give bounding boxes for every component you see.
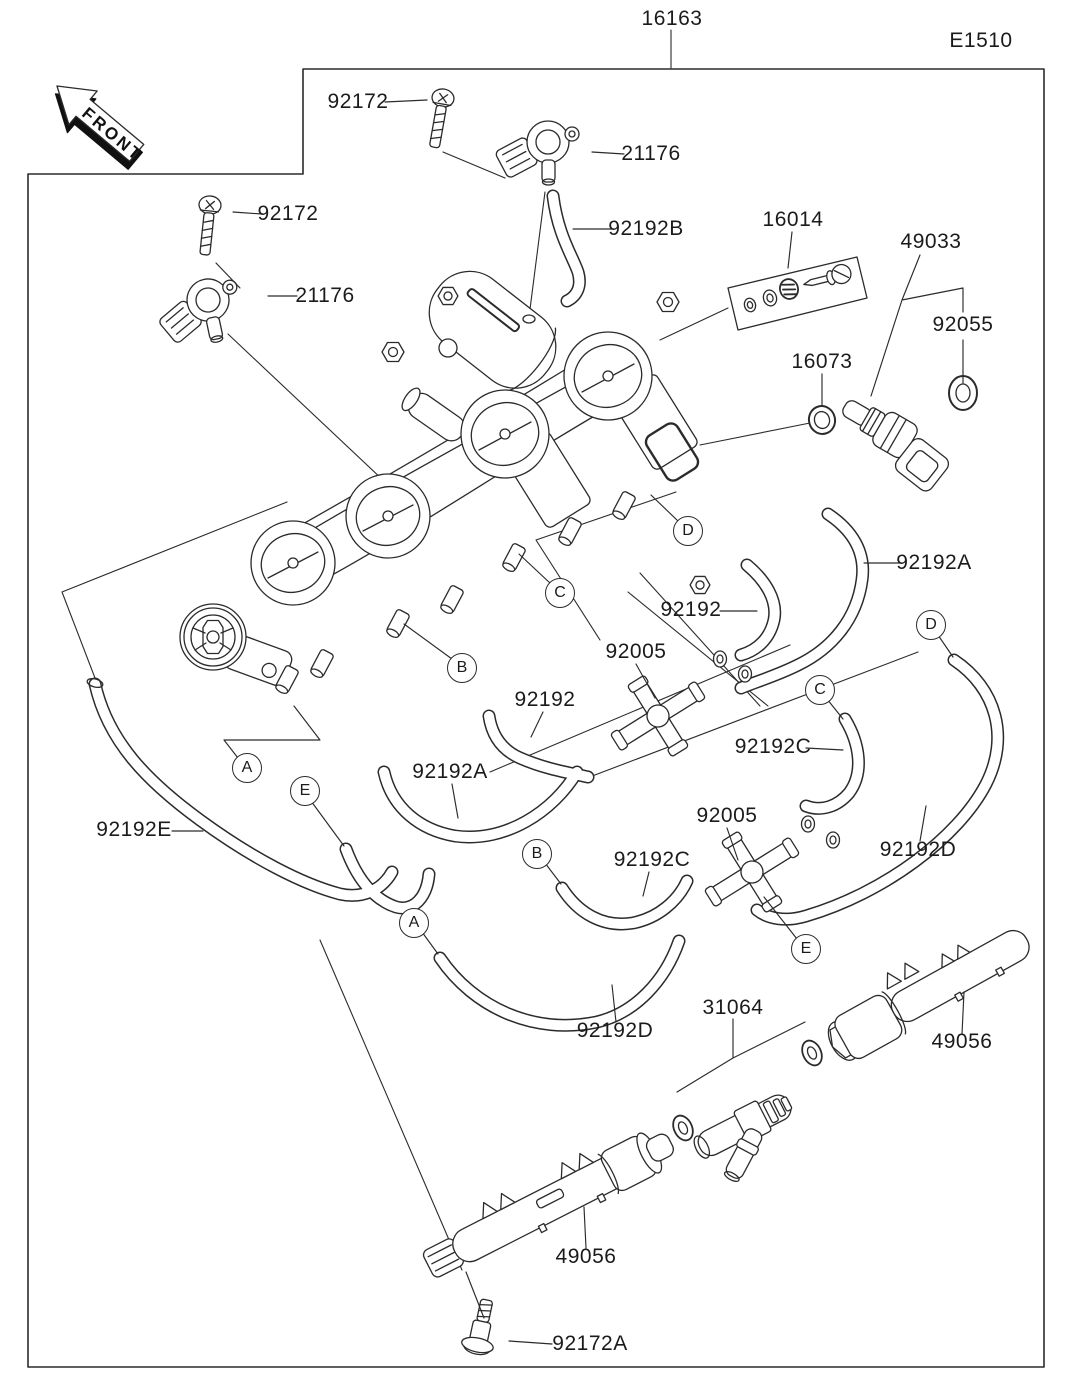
- oring-92055: [949, 376, 977, 410]
- sensor-49033: [827, 390, 959, 497]
- throttle-pulley: [180, 604, 246, 670]
- part-label-92192c: 92192C: [613, 847, 691, 871]
- screw-92172a: [460, 1297, 503, 1358]
- front-arrow-icon: FRONT: [38, 69, 147, 179]
- fuel-rail-lower: [414, 1115, 680, 1286]
- connection-marker-e: E: [791, 934, 821, 964]
- tjoint-31064: [689, 1087, 812, 1195]
- part-label-21176: 21176: [295, 283, 355, 307]
- part-label-92172: 92172: [327, 89, 389, 113]
- part-label-31064: 31064: [702, 995, 764, 1019]
- part-label-16014: 16014: [762, 207, 824, 231]
- connection-marker-e: E: [290, 776, 320, 806]
- part-label-92192a: 92192A: [412, 759, 488, 783]
- part-label-16073: 16073: [791, 349, 853, 373]
- part-label-92192e: 92192E: [96, 817, 172, 841]
- sensor-21176-left: [150, 272, 248, 354]
- part-label-92192: 92192: [514, 687, 576, 711]
- part-label-92192c: 92192C: [734, 734, 812, 758]
- screw-92172-top: [422, 86, 457, 150]
- part-label-16163: 16163: [641, 6, 703, 30]
- joint-92005-upper: [593, 654, 722, 778]
- connection-marker-a: A: [399, 908, 429, 938]
- connection-marker-d: D: [916, 610, 946, 640]
- fuel-rail-upper: [814, 906, 1038, 1068]
- screw-92172-left: [193, 194, 223, 257]
- part-label-92192d: 92192D: [576, 1018, 654, 1042]
- part-label-92005: 92005: [605, 639, 667, 663]
- part-label-92192b: 92192B: [608, 216, 684, 240]
- page-border: [28, 69, 1044, 1367]
- part-label-49056: 49056: [555, 1244, 617, 1268]
- part-label-92192d: 92192D: [879, 837, 957, 861]
- throttle-bores: [251, 332, 652, 605]
- leader-lines: [172, 100, 964, 1344]
- part-label-92005: 92005: [696, 803, 758, 827]
- connection-marker-c: C: [545, 578, 575, 608]
- oring-16073: [806, 403, 838, 437]
- part-label-49033: 49033: [900, 229, 962, 253]
- part-label-92172: 92172: [257, 201, 319, 225]
- part-label-92172a: 92172A: [552, 1331, 628, 1355]
- part-label-21176: 21176: [621, 141, 681, 165]
- part-label-92192: 92192: [660, 597, 722, 621]
- connection-marker-b: B: [522, 839, 552, 869]
- connection-marker-c: C: [805, 675, 835, 705]
- connection-marker-b: B: [447, 653, 477, 683]
- throttle-body: [180, 256, 917, 696]
- part-label-49056: 49056: [931, 1029, 993, 1053]
- part-label-e1510: E1510: [949, 28, 1013, 52]
- connection-marker-a: A: [232, 753, 262, 783]
- hoses: [86, 196, 997, 1025]
- part-label-92055: 92055: [932, 312, 994, 336]
- kit-16014: [728, 257, 867, 330]
- sensor-21176-top: [493, 120, 580, 186]
- part-label-92192a: 92192A: [896, 550, 972, 574]
- connection-marker-d: D: [673, 516, 703, 546]
